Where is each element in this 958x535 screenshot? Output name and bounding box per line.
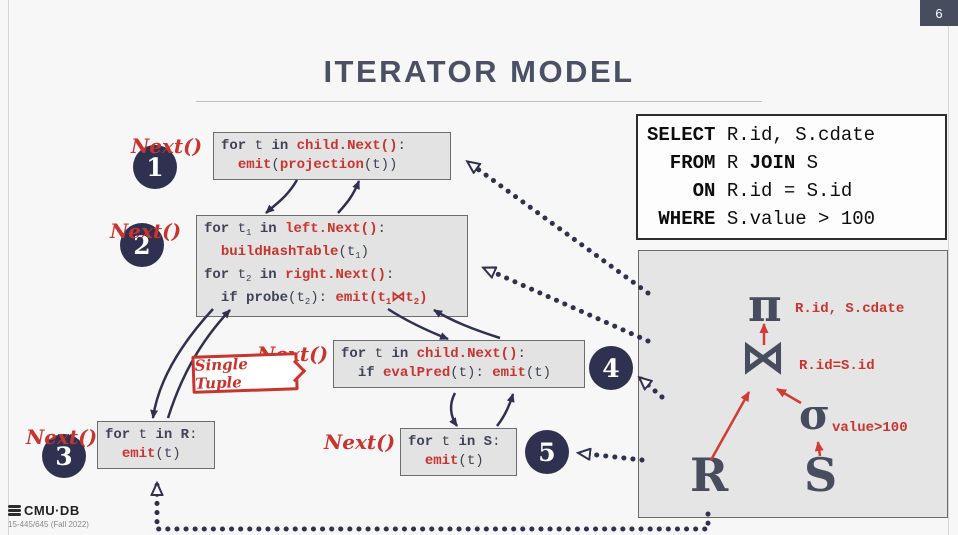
step-circle-4: 4 xyxy=(589,346,633,390)
code-box-scan-s: for t in S: emit(t) xyxy=(400,428,517,476)
step-circle-1: 1 xyxy=(133,145,177,189)
code-box-hash-join: for t1 in left.Next(): buildHashTable(t1… xyxy=(196,215,468,317)
code-box-projection: for t in child.Next(): emit(projection(t… xyxy=(213,132,451,180)
slide-right-border xyxy=(948,0,949,535)
page-number: 6 xyxy=(920,0,958,26)
join-annotation: R.id=S.id xyxy=(799,358,875,374)
dotted-arrow-r-to-scan-r-box xyxy=(157,484,711,532)
code-box-filter: for t in child.Next(): if evalPred(t): e… xyxy=(333,340,585,388)
step-circle-5: 5 xyxy=(525,430,569,474)
code-box-scan-r: for t in R: emit(t) xyxy=(97,421,215,469)
sigma-annotation: value>100 xyxy=(832,420,908,436)
return-arrow-join-to-projection xyxy=(337,180,361,214)
table-r: R xyxy=(690,448,729,502)
pi-annotation: R.id, S.cdate xyxy=(795,301,905,317)
call-arrow-projection-to-join xyxy=(265,179,299,214)
next-call-label-1: Next() xyxy=(131,134,203,158)
call-arrow-filter-to-scan-s xyxy=(449,392,459,427)
return-arrow-scan-s-to-filter xyxy=(496,393,515,427)
dotted-arrow-pi-to-projection-box xyxy=(468,159,651,296)
cmu-db-logo: CMU·DB xyxy=(8,503,80,518)
slide-title: ITERATOR MODEL xyxy=(323,54,635,89)
step-circle-2: 2 xyxy=(120,223,164,267)
title-underline xyxy=(196,101,762,102)
next-call-label-3: Next() xyxy=(26,425,98,449)
next-call-label-2: Next() xyxy=(110,219,182,243)
course-label: 15-445/645 (Fall 2022) xyxy=(8,520,89,529)
pi-projection-symbol: π xyxy=(748,278,782,332)
cmu-db-logo-text: CMU·DB xyxy=(24,503,80,518)
next-call-label-5: Next() xyxy=(324,430,396,454)
database-icon xyxy=(8,505,21,516)
table-s: S xyxy=(804,448,838,502)
sql-query-box: SELECT R.id, S.cdate FROM R JOIN S ON R.… xyxy=(636,114,947,240)
step-circle-3: 3 xyxy=(42,434,86,478)
dotted-arrow-join-to-hashjoin-box xyxy=(484,265,651,344)
join-bowtie-symbol: ⋈ xyxy=(741,332,785,383)
slide-left-border xyxy=(8,0,9,535)
query-plan-box xyxy=(638,250,948,518)
sigma-filter-symbol: σ xyxy=(799,390,830,439)
single-tuple-callout: Single Tuple xyxy=(191,352,299,394)
dotted-arrow-s-to-circle-5 xyxy=(579,453,645,463)
